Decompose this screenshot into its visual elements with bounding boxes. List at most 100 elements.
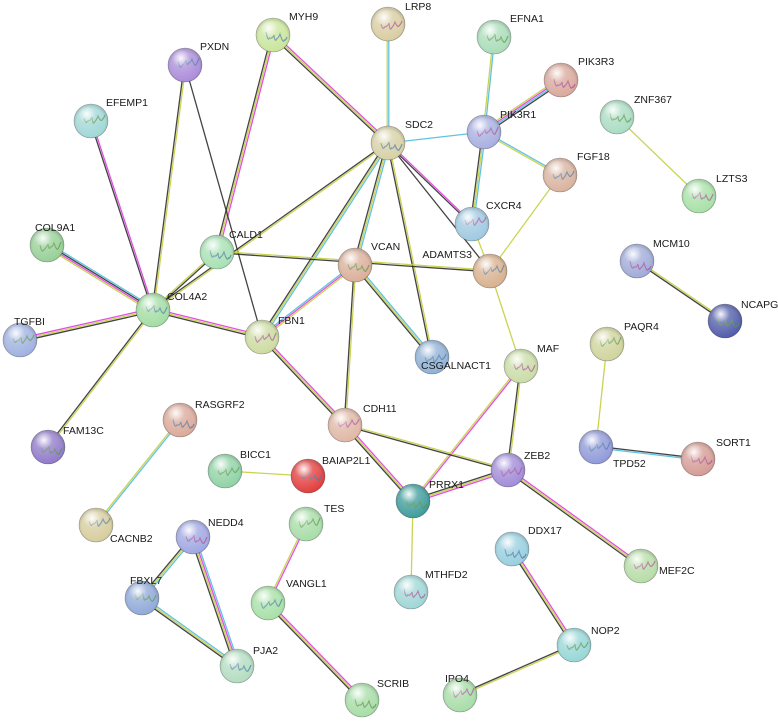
- node-highlight: [176, 520, 210, 554]
- edge-fbn1-vcan: [260, 263, 357, 339]
- edge-strand: [261, 336, 346, 426]
- node-highlight: [371, 7, 405, 41]
- node-tgfbi[interactable]: TGFBI: [2, 316, 45, 358]
- node-cacnb2[interactable]: CACNB2: [78, 507, 153, 545]
- node-lzts3[interactable]: LZTS3: [681, 173, 748, 214]
- node-label: PAQR4: [624, 321, 659, 333]
- edge-strand: [47, 243, 154, 310]
- node-prrx1[interactable]: PRRX1: [395, 479, 464, 519]
- edge-strand: [271, 35, 388, 145]
- edge-strand: [344, 425, 508, 472]
- node-nop2[interactable]: NOP2: [556, 625, 620, 663]
- edge-pxdn-fbn1: [184, 64, 263, 338]
- edge-tgfbi-col4a2: [19, 307, 154, 343]
- node-pik3r1[interactable]: PIK3R1: [466, 109, 536, 150]
- edge-strand: [20, 310, 154, 343]
- node-highlight: [345, 683, 379, 717]
- node-maf[interactable]: MAF: [503, 343, 559, 384]
- edge-strand: [261, 264, 356, 338]
- edge-strand: [45, 246, 153, 313]
- edge-strand: [411, 365, 521, 501]
- edge-tpd52-sort1: [595, 445, 699, 461]
- node-efna1[interactable]: EFNA1: [476, 13, 544, 55]
- node-lrp8[interactable]: LRP8: [370, 1, 431, 42]
- node-ncapg[interactable]: NCAPG: [707, 299, 778, 339]
- node-bicc1[interactable]: BICC1: [207, 449, 271, 489]
- edge-strand: [345, 265, 357, 426]
- node-vcan[interactable]: VCAN: [337, 241, 400, 283]
- node-pja2[interactable]: PJA2: [219, 645, 278, 684]
- node-fam13c[interactable]: FAM13C: [30, 425, 104, 465]
- node-ipo4[interactable]: IPO4: [442, 673, 478, 713]
- node-fbn1[interactable]: FBN1: [244, 315, 305, 355]
- edge-strand: [512, 547, 576, 645]
- node-sort1[interactable]: SORT1: [680, 437, 751, 477]
- node-highlight: [477, 20, 511, 54]
- edge-col9a1-col4a2: [45, 242, 155, 313]
- edge-mcm10-ncapg: [636, 259, 726, 323]
- node-label: MEF2C: [659, 565, 695, 577]
- node-highlight: [543, 158, 577, 192]
- node-baiap2l1[interactable]: BAIAP2L1: [290, 455, 371, 494]
- edge-strand: [507, 469, 642, 567]
- node-znf367[interactable]: ZNF367: [599, 94, 672, 135]
- edge-strand: [345, 423, 509, 470]
- node-tpd52[interactable]: TPD52: [578, 429, 646, 470]
- edge-strand: [153, 143, 389, 312]
- node-highlight: [467, 115, 501, 149]
- node-highlight: [557, 628, 591, 662]
- edge-nedd4-pja2: [190, 536, 240, 667]
- node-cxcr4[interactable]: CXCR4: [454, 200, 522, 242]
- node-cald1[interactable]: CALD1: [199, 229, 263, 270]
- node-mcm10[interactable]: MCM10: [619, 238, 690, 279]
- node-rasgrf2[interactable]: RASGRF2: [162, 399, 245, 438]
- edge-strand: [506, 470, 641, 568]
- node-adamts3[interactable]: ADAMTS3: [422, 249, 508, 289]
- node-label: TES: [324, 503, 344, 515]
- node-sdc2[interactable]: SDC2: [370, 119, 433, 161]
- node-nedd4[interactable]: NEDD4: [175, 517, 244, 555]
- node-pik3r3[interactable]: PIK3R3: [543, 56, 614, 98]
- node-zeb2[interactable]: ZEB2: [490, 450, 550, 488]
- node-ddx17[interactable]: DDX17: [494, 525, 562, 567]
- node-fgf18[interactable]: FGF18: [542, 151, 610, 193]
- node-vangl1[interactable]: VANGL1: [250, 578, 327, 621]
- edge-zeb2-mef2c: [506, 468, 643, 568]
- node-label: FAM13C: [63, 425, 104, 437]
- edge-strand: [151, 64, 185, 310]
- node-efemp1[interactable]: EFEMP1: [73, 97, 148, 139]
- node-cdh11[interactable]: CDH11: [327, 403, 397, 443]
- edge-vcan-cdh11: [343, 264, 357, 426]
- node-label: BICC1: [240, 449, 271, 461]
- node-tes[interactable]: TES: [288, 503, 344, 542]
- node-mef2c[interactable]: MEF2C: [623, 548, 695, 584]
- node-label: LZTS3: [716, 173, 748, 185]
- node-label: NCAPG: [741, 299, 778, 311]
- edge-strand: [506, 365, 521, 470]
- node-label: CALD1: [229, 229, 263, 241]
- node-paqr4[interactable]: PAQR4: [589, 321, 659, 362]
- node-highlight: [443, 678, 477, 712]
- node-col9a1[interactable]: COL9A1: [29, 222, 75, 263]
- node-myh9[interactable]: MYH9: [255, 11, 318, 53]
- edge-strand: [260, 141, 388, 337]
- node-highlight: [136, 293, 170, 327]
- edge-strand: [273, 33, 390, 143]
- node-highlight: [600, 100, 634, 134]
- node-col4a2[interactable]: COL4A2: [135, 291, 207, 328]
- edge-strand: [460, 645, 575, 697]
- node-label: NEDD4: [208, 517, 244, 529]
- node-mthfd2[interactable]: MTHFD2: [393, 569, 468, 610]
- node-fbxl7[interactable]: FBXL7: [124, 575, 162, 616]
- node-pxdn[interactable]: PXDN: [167, 41, 229, 83]
- node-highlight: [74, 104, 108, 138]
- node-label: FGF18: [577, 151, 610, 163]
- node-highlight: [495, 532, 529, 566]
- edge-strand: [89, 121, 153, 311]
- edge-strand: [352, 142, 388, 265]
- node-scrib[interactable]: SCRIB: [344, 678, 409, 718]
- node-csgalnact1[interactable]: CSGALNACT1: [414, 339, 491, 375]
- edge-strand: [153, 65, 187, 311]
- edge-strand: [354, 264, 433, 358]
- node-label: RASGRF2: [195, 399, 245, 411]
